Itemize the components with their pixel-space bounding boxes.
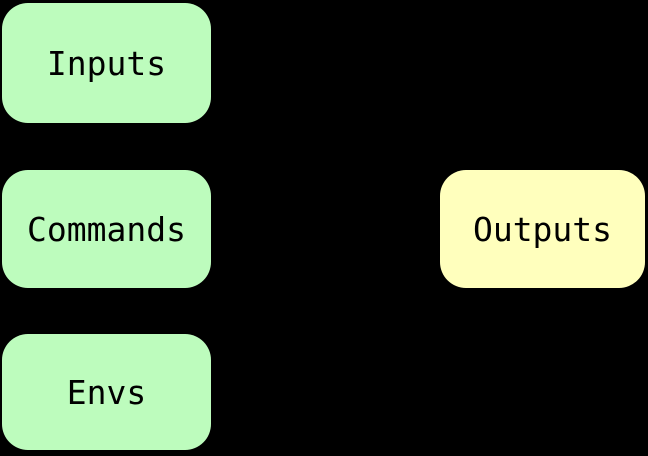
node-envs[interactable]: Envs: [2, 334, 211, 450]
node-envs-label: Envs: [66, 372, 147, 412]
node-inputs[interactable]: Inputs: [2, 3, 211, 123]
node-commands-label: Commands: [27, 209, 186, 249]
node-inputs-label: Inputs: [46, 43, 167, 83]
node-outputs-label: Outputs: [472, 209, 613, 249]
node-outputs[interactable]: Outputs: [440, 170, 645, 288]
node-commands[interactable]: Commands: [2, 170, 211, 288]
